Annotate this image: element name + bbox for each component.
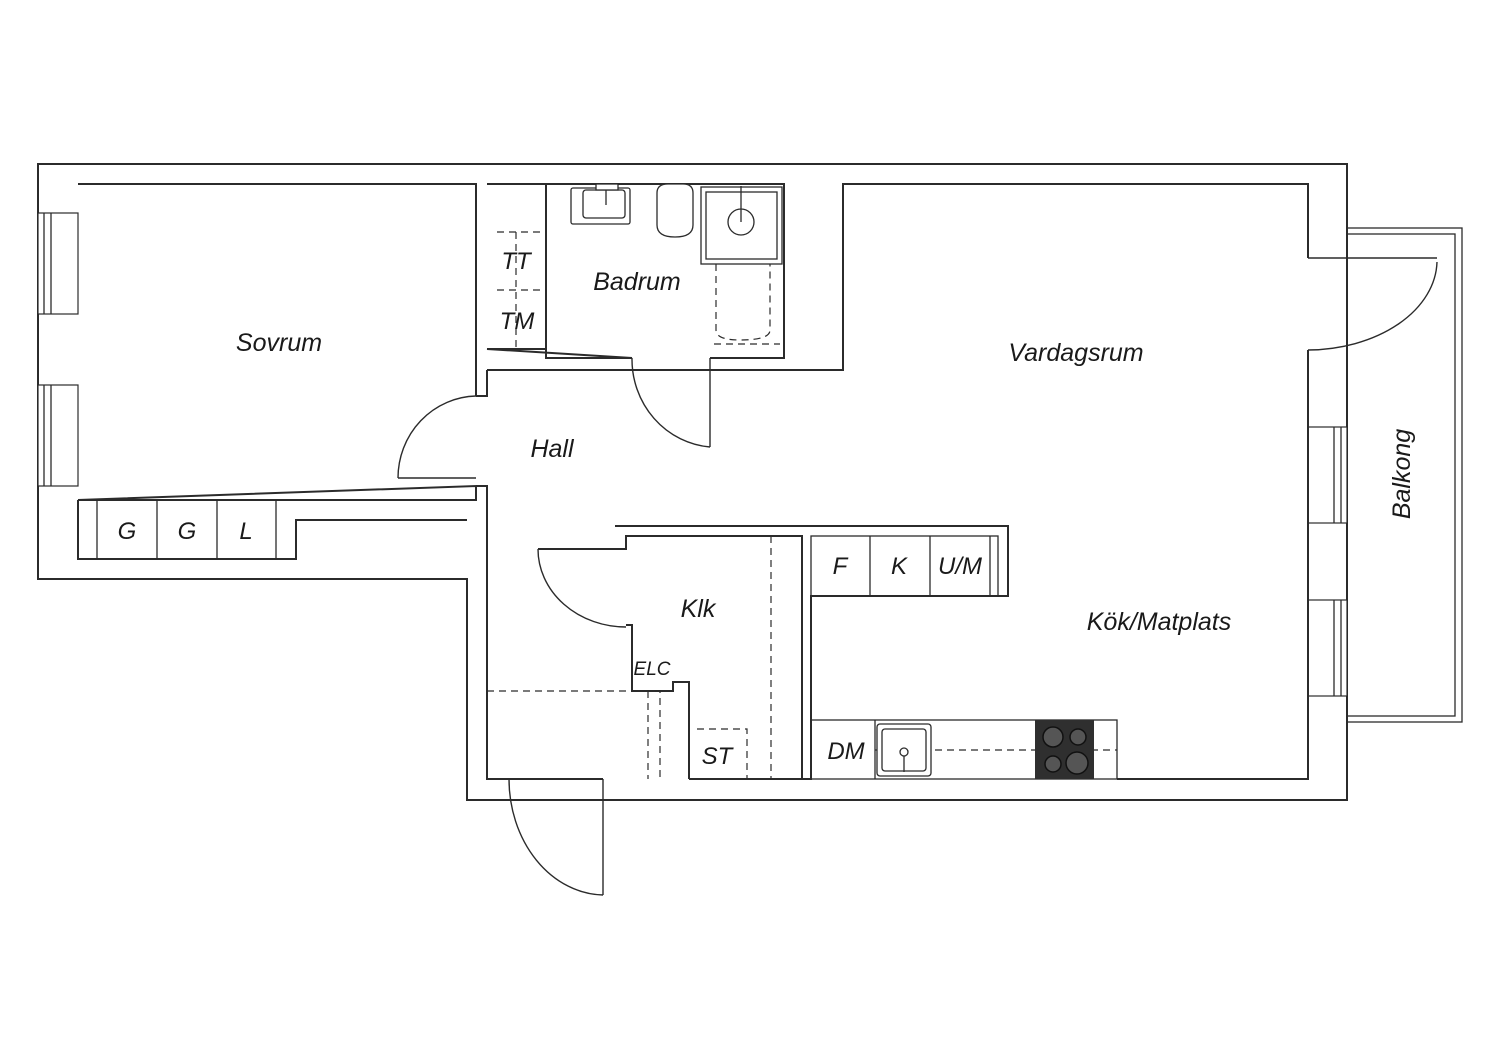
fixture-label-st: ST	[702, 743, 735, 770]
shower	[700, 186, 783, 265]
window-left-lower	[37, 384, 79, 487]
room-label-klk: Klk	[681, 595, 717, 623]
klk-storage-dashes	[697, 536, 772, 779]
room-label-badrum: Badrum	[593, 268, 681, 296]
fixture-label-elc: ELC	[634, 659, 671, 680]
hall-left-wall	[476, 370, 690, 780]
kitchen-sink	[876, 723, 932, 777]
fixture-label-f: F	[833, 553, 849, 580]
window-right-lower	[1307, 599, 1348, 697]
entrance-door	[508, 778, 604, 896]
hall-wall	[487, 183, 1309, 780]
badrum-storage-dashes	[497, 231, 546, 349]
balcony-door	[1307, 257, 1438, 351]
toilet	[656, 183, 694, 238]
klk-walls	[538, 525, 1009, 780]
entry-dashes	[487, 690, 661, 779]
fixture-label-k: K	[891, 553, 908, 580]
window-right-upper	[1307, 426, 1348, 524]
room-label-sovrum: Sovrum	[236, 329, 322, 357]
fixture-label-dm: DM	[827, 738, 864, 765]
fixture-label-g1: G	[118, 518, 137, 545]
fixture-label-g2: G	[178, 518, 197, 545]
room-label-hall: Hall	[530, 435, 575, 463]
window-left-upper	[37, 212, 79, 315]
bathtub-dashed	[714, 264, 780, 345]
fixture-label-l: L	[239, 518, 252, 545]
fixture-label-um: U/M	[938, 553, 982, 580]
fixture-label-tt: TT	[501, 248, 533, 275]
bathroom-sink	[570, 183, 631, 225]
bathroom-door	[631, 357, 711, 448]
room-label-balkong: Balkong	[1388, 429, 1416, 519]
fixture-label-tm: TM	[500, 308, 535, 335]
outer-wall	[37, 163, 1348, 801]
wardrobes-sovrum	[77, 500, 467, 560]
bedroom-door	[397, 395, 477, 479]
stove	[1035, 720, 1094, 779]
room-label-kok-matplats: Kök/Matplats	[1087, 608, 1232, 636]
fridge-freezer-cabinets	[810, 535, 999, 597]
sovrum-walls	[77, 183, 477, 501]
room-label-vardagsrum: Vardagsrum	[1008, 339, 1143, 367]
klk-door	[537, 548, 627, 628]
